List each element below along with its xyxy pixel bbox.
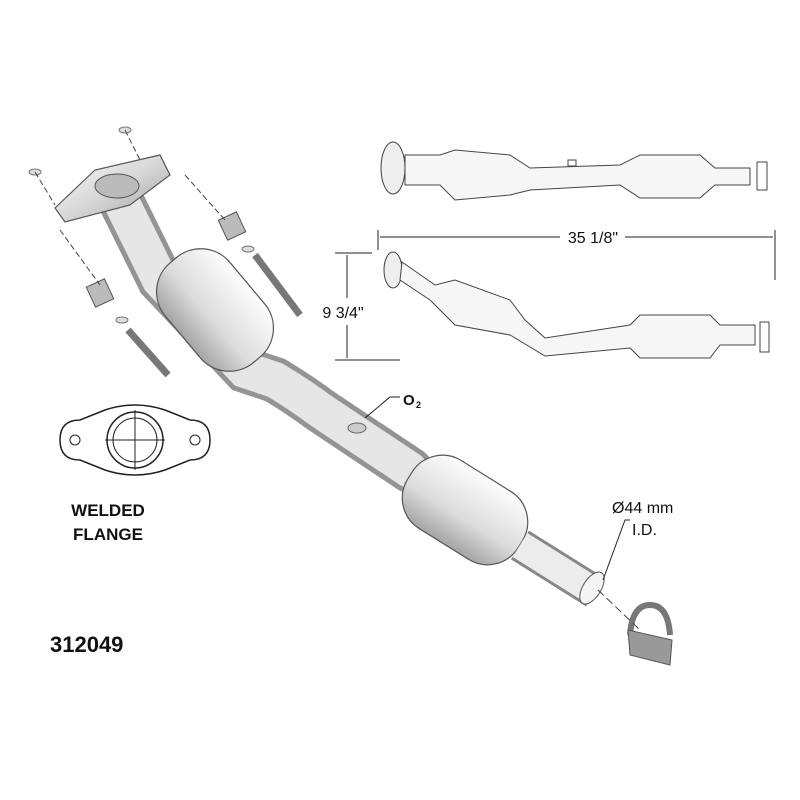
dimension-length: 35 1/8" <box>377 230 776 280</box>
flange-label-line2: FLANGE <box>73 525 143 544</box>
welded-flange-detail: WELDED FLANGE <box>59 404 211 544</box>
flange-label-line1: WELDED <box>71 501 145 520</box>
length-dimension: 35 1/8" <box>568 230 618 247</box>
hardware-bolts <box>28 126 303 378</box>
spring-icon <box>217 211 247 241</box>
spring-icon <box>85 278 115 308</box>
o2-sensor-callout: O 2 <box>364 392 421 419</box>
o2-sensor-boss <box>347 422 367 434</box>
u-bolt-clamp <box>597 589 673 666</box>
side-view-bottom <box>383 251 770 359</box>
primary-converter <box>155 248 275 372</box>
outlet-id-label: I.D. <box>632 522 657 539</box>
outlet-diameter: Ø44 mm <box>612 500 673 517</box>
secondary-converter <box>401 454 529 566</box>
outlet-opening <box>579 571 605 605</box>
dimension-height: 9 3/4" <box>322 252 400 361</box>
outlet-diameter-callout: Ø44 mm I.D. <box>602 500 673 581</box>
o2-label: O <box>403 392 415 409</box>
height-dimension: 9 3/4" <box>322 305 363 322</box>
inlet-flange <box>54 154 171 223</box>
o2-subscript: 2 <box>416 400 421 410</box>
part-number: 312049 <box>50 632 123 657</box>
main-assembly <box>28 126 673 666</box>
side-view-top <box>380 141 768 201</box>
